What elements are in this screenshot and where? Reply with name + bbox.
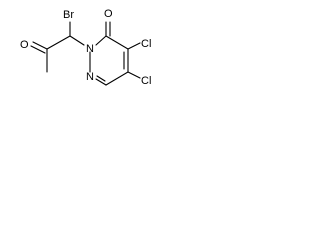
atom-o-acetyl: O (20, 39, 29, 51)
atom-labels: Br O O N N Cl Cl (20, 8, 151, 87)
bond-c6-n2-2 (96, 75, 106, 82)
molecule-structure: Br O O N N Cl Cl (20, 8, 151, 87)
atom-cl-upper: Cl (141, 38, 151, 50)
bond-c5-cl (127, 71, 141, 79)
bond-c3-c4 (105, 35, 129, 50)
bond-n1-c3 (95, 35, 107, 46)
bond-acetyl-co-1 (32, 41, 48, 50)
bond-c5-c6 (105, 71, 129, 86)
atom-n2: N (86, 71, 94, 83)
bond-c6-n2-1 (95, 78, 107, 86)
atom-cl-lower: Cl (141, 75, 151, 87)
bond-ch-carbonyl (46, 35, 71, 50)
atom-br: Br (63, 9, 74, 21)
bond-acetyl-co-2 (30, 45, 46, 54)
bond-c4-cl (127, 42, 141, 50)
bond-ch-n1 (69, 35, 85, 46)
bonds (30, 21, 141, 86)
atom-o-ring: O (104, 8, 113, 20)
atom-n1: N (86, 43, 94, 55)
